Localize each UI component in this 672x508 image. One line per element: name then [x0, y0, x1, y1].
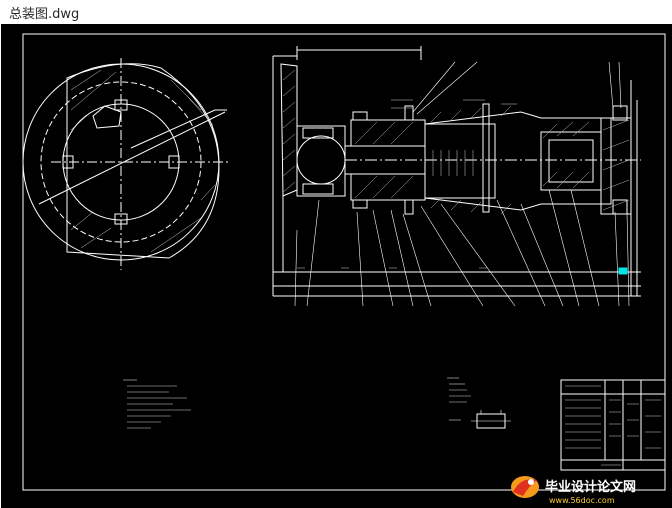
technical-requirements-notes — [123, 379, 191, 429]
side-section-view — [22, 58, 231, 270]
file-tab-title[interactable]: 总装图.dwg — [9, 7, 80, 22]
surface-notes — [447, 377, 471, 421]
watermark-site-name: 毕业设计论文网 — [545, 479, 636, 495]
title-block — [560, 379, 666, 471]
drawing-viewport[interactable]: 毕业设计论文网 www.56doc.com — [1, 24, 672, 508]
title-bar: 总装图.dwg — [0, 0, 672, 24]
assembly-drawing: 毕业设计论文网 www.56doc.com — [22, 33, 666, 505]
main-assembly-view — [272, 46, 641, 307]
projection-symbol — [471, 410, 511, 429]
watermark-site-url: www.56doc.com — [549, 496, 615, 505]
watermark-logo-icon — [511, 476, 539, 498]
site-watermark: 毕业设计论文网 www.56doc.com — [511, 476, 636, 505]
drawing-frame — [22, 33, 666, 491]
